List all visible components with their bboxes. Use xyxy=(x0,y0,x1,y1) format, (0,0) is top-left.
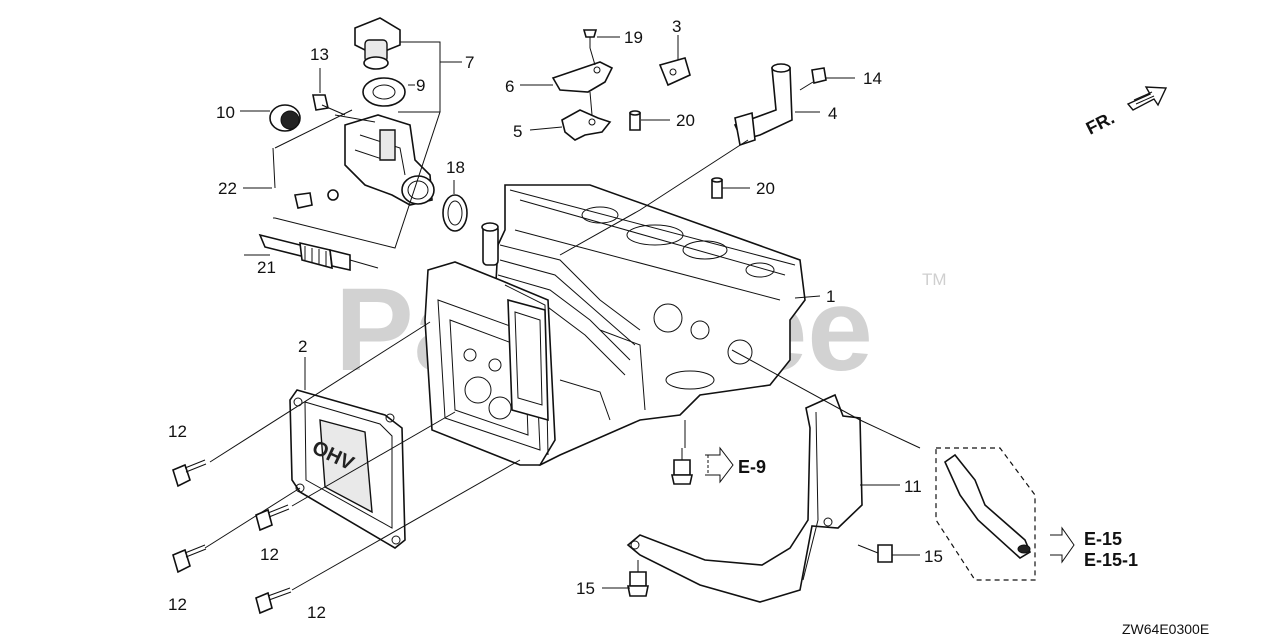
callout-10: 10 xyxy=(216,103,235,122)
ref-arrow-e9 xyxy=(705,446,734,484)
block-3[interactable] xyxy=(658,57,691,87)
bolt-12-c[interactable] xyxy=(172,544,207,574)
cap-assembly[interactable] xyxy=(354,17,401,70)
callout-19: 19 xyxy=(624,28,643,47)
bolt-12-a[interactable] xyxy=(172,459,207,488)
front-label: FR. xyxy=(1083,108,1118,139)
callout-5: 5 xyxy=(513,122,522,141)
pin-20-lower[interactable] xyxy=(711,177,723,199)
callout-11: 11 xyxy=(904,477,922,496)
pin-20-top[interactable] xyxy=(629,110,641,131)
callout-12-d: 12 xyxy=(307,603,326,622)
ref-arrow-e15 xyxy=(1050,526,1075,564)
bolt-12-d[interactable] xyxy=(255,587,292,615)
callout-18: 18 xyxy=(446,158,465,177)
bolt-13[interactable] xyxy=(312,94,346,116)
callout-14: 14 xyxy=(863,69,882,88)
callout-22: 22 xyxy=(218,179,237,198)
screw-19[interactable] xyxy=(582,29,598,48)
seal-ring[interactable] xyxy=(362,77,406,107)
spark-plug[interactable] xyxy=(258,233,379,271)
callout-7: 7 xyxy=(465,53,474,72)
bolt-15-a[interactable] xyxy=(857,544,893,563)
callout-labels: 1 2 3 4 5 6 7 9 10 11 12 12 12 12 13 14 … xyxy=(168,17,943,622)
bolt-12-b[interactable] xyxy=(255,504,290,532)
callout-21: 21 xyxy=(257,258,276,277)
callout-2: 2 xyxy=(298,337,307,356)
bracket-5[interactable] xyxy=(561,109,612,141)
pipe-4[interactable] xyxy=(733,63,793,147)
callout-20-b: 20 xyxy=(756,179,775,198)
callout-3: 3 xyxy=(672,17,681,36)
bolt-15-b[interactable] xyxy=(627,560,649,597)
callout-1: 1 xyxy=(826,287,835,306)
bracket-11[interactable] xyxy=(626,393,863,603)
plate-6[interactable] xyxy=(551,61,614,93)
callout-12-b: 12 xyxy=(260,545,279,564)
cylinder-head-face xyxy=(424,261,646,466)
hose-part[interactable] xyxy=(935,447,1036,581)
bolt-14[interactable] xyxy=(799,67,827,91)
gasket-ring[interactable] xyxy=(442,194,468,232)
callout-15-b: 15 xyxy=(576,579,595,598)
leader-lines xyxy=(204,35,921,591)
ref-e15-1[interactable]: E-15-1 xyxy=(1084,550,1138,570)
diagram-code: ZW64E0300E xyxy=(1122,621,1209,637)
ref-e15[interactable]: E-15 xyxy=(1084,529,1122,549)
front-direction-arrow: FR. xyxy=(1083,86,1168,139)
callout-6: 6 xyxy=(505,77,514,96)
callout-9: 9 xyxy=(416,76,425,95)
callout-12-a: 12 xyxy=(168,422,187,441)
callout-15-a: 15 xyxy=(924,547,943,566)
cap-part[interactable] xyxy=(269,104,301,132)
watermark-trademark: TM xyxy=(922,270,947,289)
intake-elbow[interactable] xyxy=(294,114,435,209)
callout-4: 4 xyxy=(828,104,837,123)
callout-13: 13 xyxy=(310,45,329,64)
bolt-e9[interactable] xyxy=(671,448,693,485)
callout-12-c: 12 xyxy=(168,595,187,614)
callout-20-a: 20 xyxy=(676,111,695,130)
ref-e9[interactable]: E-9 xyxy=(738,457,766,477)
head-cover[interactable]: OHV xyxy=(289,389,406,549)
